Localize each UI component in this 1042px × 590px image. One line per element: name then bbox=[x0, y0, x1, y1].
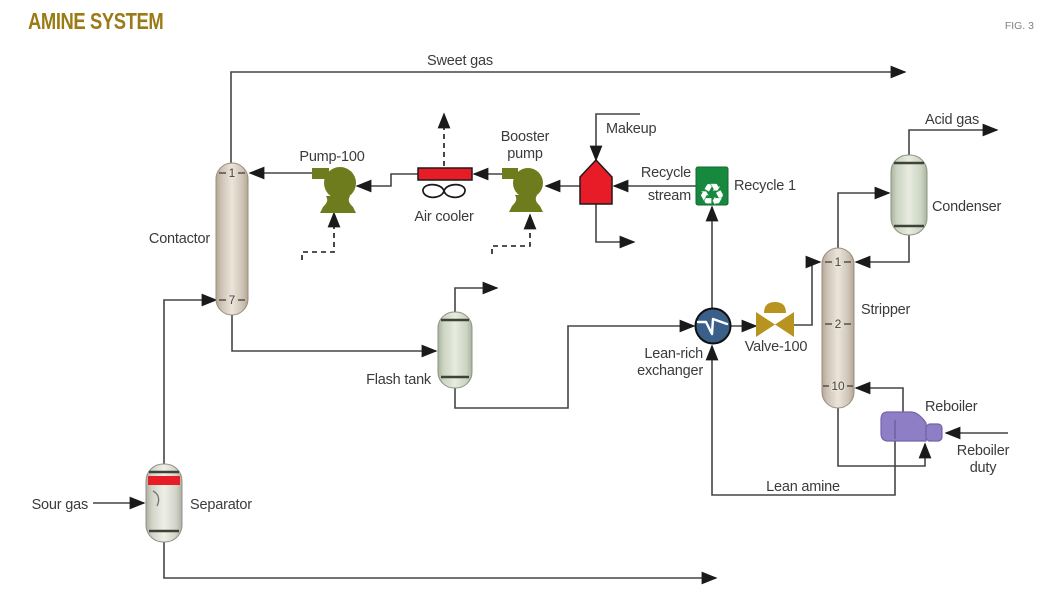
contactor-tray-7: 7 bbox=[229, 293, 236, 307]
valve-actuator-dome bbox=[764, 302, 786, 313]
stream-pump100-energy bbox=[301, 211, 341, 260]
figure-number: FIG. 3 bbox=[1004, 20, 1034, 32]
vessel-flash-tank bbox=[437, 311, 473, 389]
label-sour-gas: Sour gas bbox=[32, 497, 88, 513]
valve-100-icon bbox=[756, 302, 794, 337]
label-valve-100: Valve-100 bbox=[745, 339, 808, 355]
label-recycle-stream-line1: Recycle bbox=[641, 165, 691, 181]
makeup-mixer-icon bbox=[579, 158, 613, 205]
label-acid-gas: Acid gas bbox=[925, 112, 979, 128]
stream-flash-vapor bbox=[454, 281, 499, 314]
pump-100-nozzle bbox=[312, 168, 329, 179]
label-lean-rich-line2: exchanger bbox=[637, 363, 703, 379]
label-separator: Separator bbox=[190, 497, 252, 513]
vessel-condenser bbox=[890, 154, 928, 236]
recycle-symbol-icon: ♻ bbox=[699, 179, 726, 212]
label-sweet-gas: Sweet gas bbox=[427, 53, 493, 69]
label-pump-100: Pump-100 bbox=[299, 149, 364, 165]
label-condenser: Condenser bbox=[932, 199, 1002, 215]
air-cooler-fan-icon bbox=[422, 183, 466, 199]
booster-pump-body bbox=[513, 168, 543, 198]
stream-separator-gas-to-contactor bbox=[163, 293, 218, 464]
label-reboiler-duty-line2: duty bbox=[970, 460, 998, 476]
stream-reboiler-vapor-to-stripper bbox=[854, 381, 904, 412]
stream-cooler-to-pump100 bbox=[355, 173, 418, 193]
condenser-shell bbox=[890, 154, 928, 236]
label-lean-amine: Lean amine bbox=[766, 479, 840, 495]
exchanger-zigzag bbox=[696, 317, 729, 336]
booster-pump-icon bbox=[502, 168, 543, 212]
stream-separator-bottoms bbox=[163, 542, 718, 585]
booster-pump-nozzle bbox=[502, 168, 518, 179]
vessel-contactor bbox=[215, 162, 249, 316]
vessel-separator bbox=[145, 463, 183, 543]
stream-sweet-gas bbox=[230, 65, 907, 163]
stream-rich-amine-to-flash-tank bbox=[231, 315, 438, 358]
stream-acid-gas bbox=[908, 123, 999, 155]
stream-booster-energy bbox=[491, 213, 537, 254]
stripper-tray-10: 10 bbox=[831, 379, 845, 393]
separator-red-band bbox=[148, 476, 180, 485]
reboiler-body bbox=[880, 411, 927, 442]
stream-lean-amine bbox=[705, 344, 896, 496]
separator-level-squiggle bbox=[152, 490, 160, 507]
pump-100-body bbox=[324, 167, 356, 199]
label-recycle-stream-line2: stream bbox=[648, 188, 691, 204]
label-reboiler: Reboiler bbox=[925, 399, 978, 415]
tray-markers: 1 7 1 2 10 bbox=[219, 165, 853, 394]
label-lean-rich-line1: Lean-rich bbox=[644, 346, 703, 362]
label-recycle-1: Recycle 1 bbox=[734, 178, 796, 194]
stripper-tray-1: 1 bbox=[835, 255, 842, 269]
label-makeup: Makeup bbox=[606, 121, 657, 137]
reboiler-icon bbox=[880, 411, 943, 442]
stream-rich-amine-to-exchanger bbox=[454, 319, 696, 409]
stream-condenser-to-stripper bbox=[854, 235, 910, 269]
air-cooler-tube bbox=[417, 167, 473, 181]
recycle-1-icon: ♻ bbox=[695, 166, 729, 212]
stream-valve-to-stripper bbox=[794, 255, 822, 326]
flash-tank-shell bbox=[437, 311, 473, 389]
stripper-tray-2: 2 bbox=[835, 317, 842, 331]
valve-left-wedge bbox=[756, 312, 775, 337]
stream-stripper-bottoms-to-reboiler bbox=[837, 408, 932, 467]
label-booster-pump-line2: pump bbox=[507, 146, 543, 162]
reboiler-nozzle bbox=[925, 423, 943, 442]
stream-lines bbox=[93, 65, 1008, 585]
booster-pump-base bbox=[509, 195, 543, 212]
stream-mixer-outlet bbox=[595, 204, 636, 249]
recycle-1-box bbox=[695, 166, 729, 206]
pump-100-icon bbox=[312, 167, 356, 213]
figure-title: AMINE SYSTEM bbox=[28, 8, 164, 34]
pump-100-base bbox=[320, 196, 356, 213]
label-contactor: Contactor bbox=[149, 231, 210, 247]
label-booster-pump-line1: Booster bbox=[501, 129, 550, 145]
label-air-cooler: Air cooler bbox=[414, 209, 474, 225]
valve-right-wedge bbox=[775, 312, 794, 337]
diagram-labels: Sweet gas Contactor Pump-100 Air cooler … bbox=[32, 53, 1010, 513]
contactor-tray-1: 1 bbox=[229, 166, 236, 180]
label-stripper: Stripper bbox=[861, 302, 911, 318]
air-cooler-icon bbox=[417, 167, 473, 199]
vessel-stripper bbox=[821, 247, 855, 409]
label-flash-tank: Flash tank bbox=[366, 372, 432, 388]
stream-makeup-feed bbox=[589, 113, 640, 162]
exchanger-icon bbox=[694, 307, 732, 345]
label-reboiler-duty-line1: Reboiler bbox=[957, 443, 1010, 459]
stream-stripper-to-condenser bbox=[837, 186, 891, 248]
